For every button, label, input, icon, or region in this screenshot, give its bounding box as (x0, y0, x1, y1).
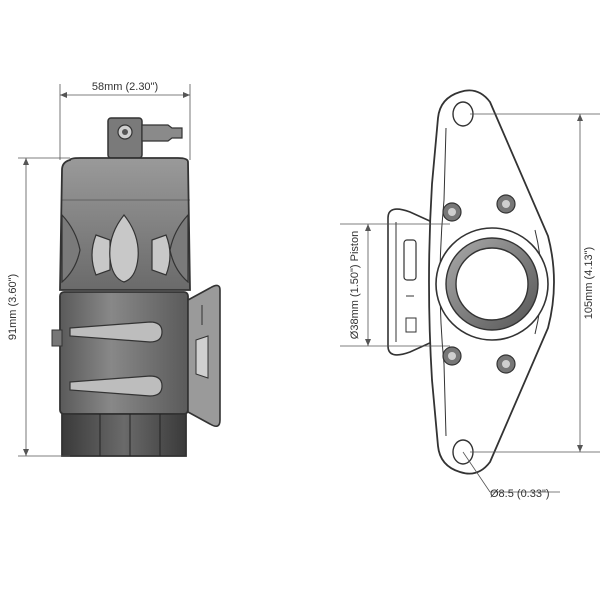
height-dimension: 91mm (3.60") (7, 157, 70, 457)
piston-dimension: Ø38mm (1.50") Piston (340, 223, 450, 347)
flange-dimension: 105mm (4.13") (470, 113, 600, 453)
flange-view: Ø38mm (1.50") Piston 105mm (4.13") Ø8.5 … (340, 89, 600, 500)
piston-label: Ø38mm (1.50") Piston (349, 231, 361, 339)
side-view: 58mm (2.30") 91mm (3.60") (7, 81, 221, 457)
vacuum-nipple (107, 117, 183, 159)
base-flange (61, 413, 187, 457)
width-dimension: 58mm (2.30") (59, 81, 191, 160)
flange-label: 105mm (4.13") (583, 247, 595, 319)
bolt-heads (442, 194, 516, 374)
cap-facets (61, 213, 189, 284)
flange-outlet (387, 208, 433, 356)
hole-callout: Ø8.5 (0.33") (462, 451, 560, 500)
piston-ring (435, 227, 549, 341)
valve-body (59, 291, 189, 415)
height-label: 91mm (3.60") (7, 274, 19, 340)
hole-label: Ø8.5 (0.33") (490, 488, 550, 500)
body-slots (51, 321, 163, 397)
width-label: 58mm (2.30") (92, 81, 158, 93)
outlet-horn (187, 284, 221, 428)
